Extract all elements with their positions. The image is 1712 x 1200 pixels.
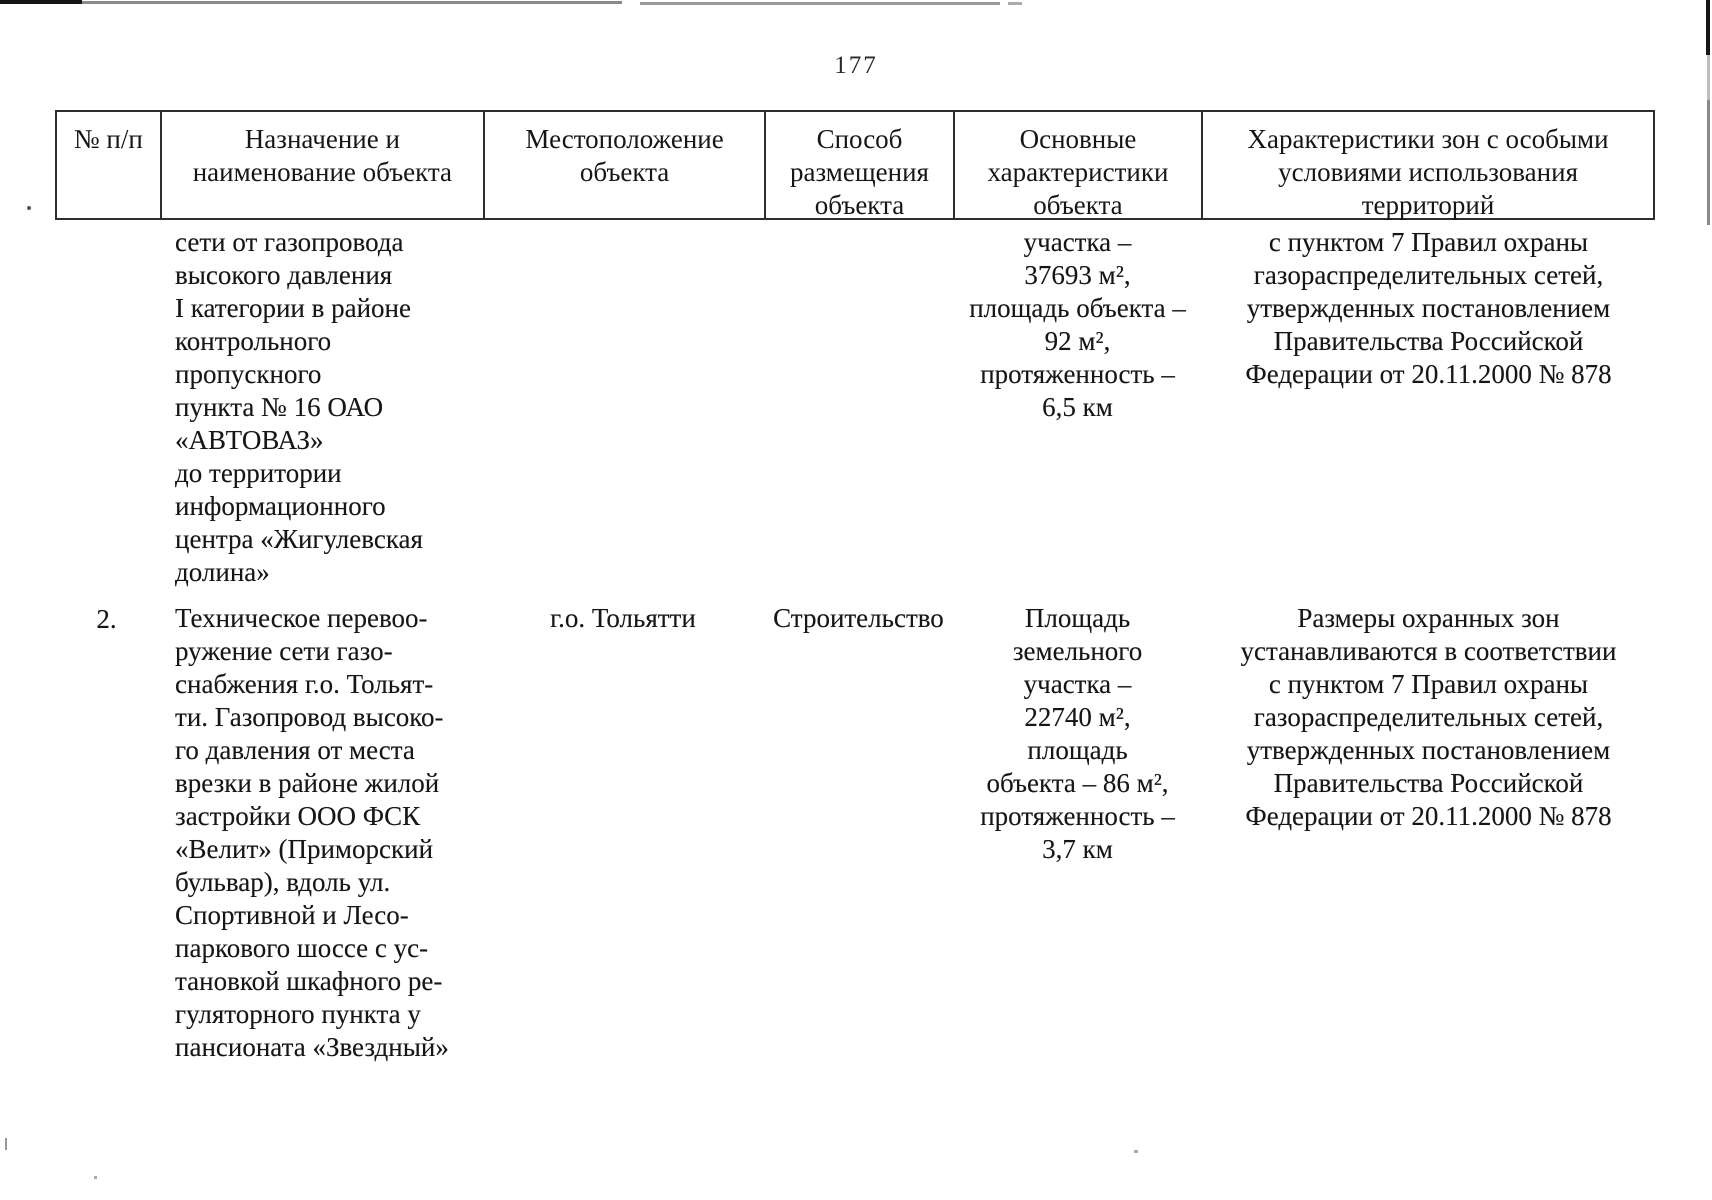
header-cell-placement: Способ размещения объекта	[764, 112, 953, 220]
scan-artifact	[27, 206, 31, 210]
cell-name: Техническое перевоо- ружение сети газо- …	[175, 603, 449, 1062]
header-cell-name: Назначение и наименование объекта	[159, 112, 483, 218]
cell-characteristics: Площадь земельного участка – 22740 м², п…	[980, 603, 1175, 864]
scan-artifact	[1707, 100, 1710, 225]
cell-characteristics: участка – 37693 м², площадь объекта – 92…	[969, 227, 1186, 422]
table-row-2: 2. Техническое перевоо- ружение сети газ…	[55, 602, 1655, 1064]
scan-artifact	[5, 1138, 7, 1150]
scan-artifact	[1706, 0, 1710, 55]
scan-artifact	[640, 2, 1000, 5]
header-cell-zones: Характеристики зон с особыми условиями и…	[1201, 112, 1653, 220]
cell-location: г.о. Тольятти	[550, 603, 696, 633]
header-cell-num: № п/п	[73, 124, 143, 154]
cell-placement: Строительство	[773, 603, 944, 633]
cell-zones: Размеры охранных зон устанавливаются в с…	[1240, 603, 1617, 831]
scan-artifact	[1707, 55, 1710, 100]
scan-artifact	[94, 1176, 97, 1179]
scan-artifact	[82, 1, 622, 4]
cell-num: 2.	[96, 604, 117, 634]
cell-name: сети от газопровода высокого давления I …	[175, 227, 423, 587]
header-cell-location: Местоположение объекта	[482, 112, 764, 218]
scan-artifact	[1134, 1150, 1138, 1153]
cell-num	[55, 226, 158, 227]
table-row-continuation: сети от газопровода высокого давления I …	[55, 226, 1655, 589]
page-number: 177	[834, 52, 878, 79]
objects-table: № п/п Назначение и наименование объекта …	[55, 110, 1655, 1064]
scan-artifact	[1008, 2, 1022, 5]
table-header-row: № п/п Назначение и наименование объекта …	[55, 110, 1655, 220]
header-cell-characteristics: Основные характеристики объекта	[952, 112, 1201, 220]
cell-zones: с пунктом 7 Правил охраны газораспредели…	[1245, 227, 1612, 389]
scan-artifact	[0, 0, 82, 4]
